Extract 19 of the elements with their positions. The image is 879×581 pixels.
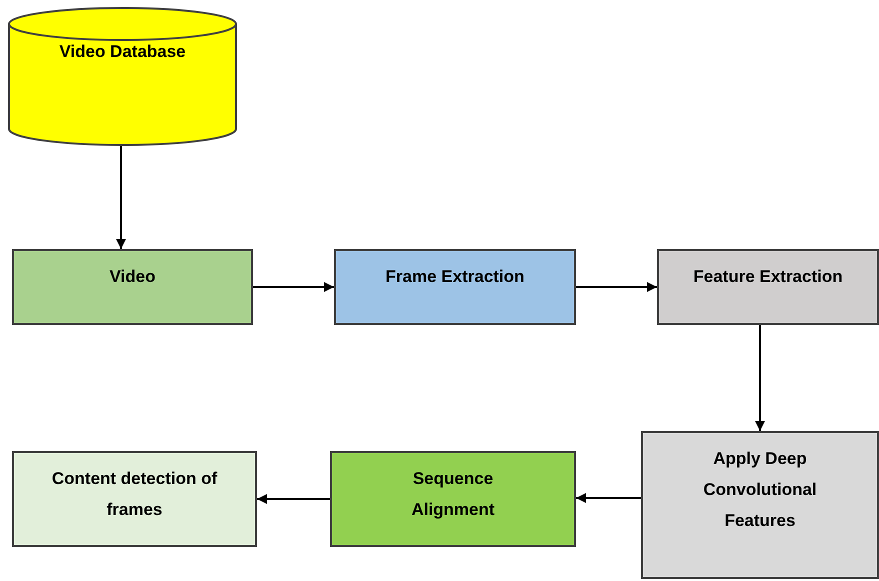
arrow [576,493,641,503]
node-label: Video [108,266,156,288]
arrow [253,282,334,292]
arrow [755,325,765,431]
node-label: Apply Deep Convolutional Features [702,448,818,532]
process-box [12,451,257,547]
process-box [334,249,576,325]
arrow [576,282,657,292]
node-label: Sequence Alignment [410,468,496,521]
arrow [116,145,126,249]
node-label: Content detection of frames [50,468,218,521]
node-label: Video Database [58,41,187,63]
node-label: Frame Extraction [384,266,526,288]
arrow [257,494,330,504]
node-label: Feature Extraction [692,266,844,288]
process-box [12,249,253,325]
process-box [330,451,576,547]
process-box [657,249,879,325]
process-box [641,431,879,579]
